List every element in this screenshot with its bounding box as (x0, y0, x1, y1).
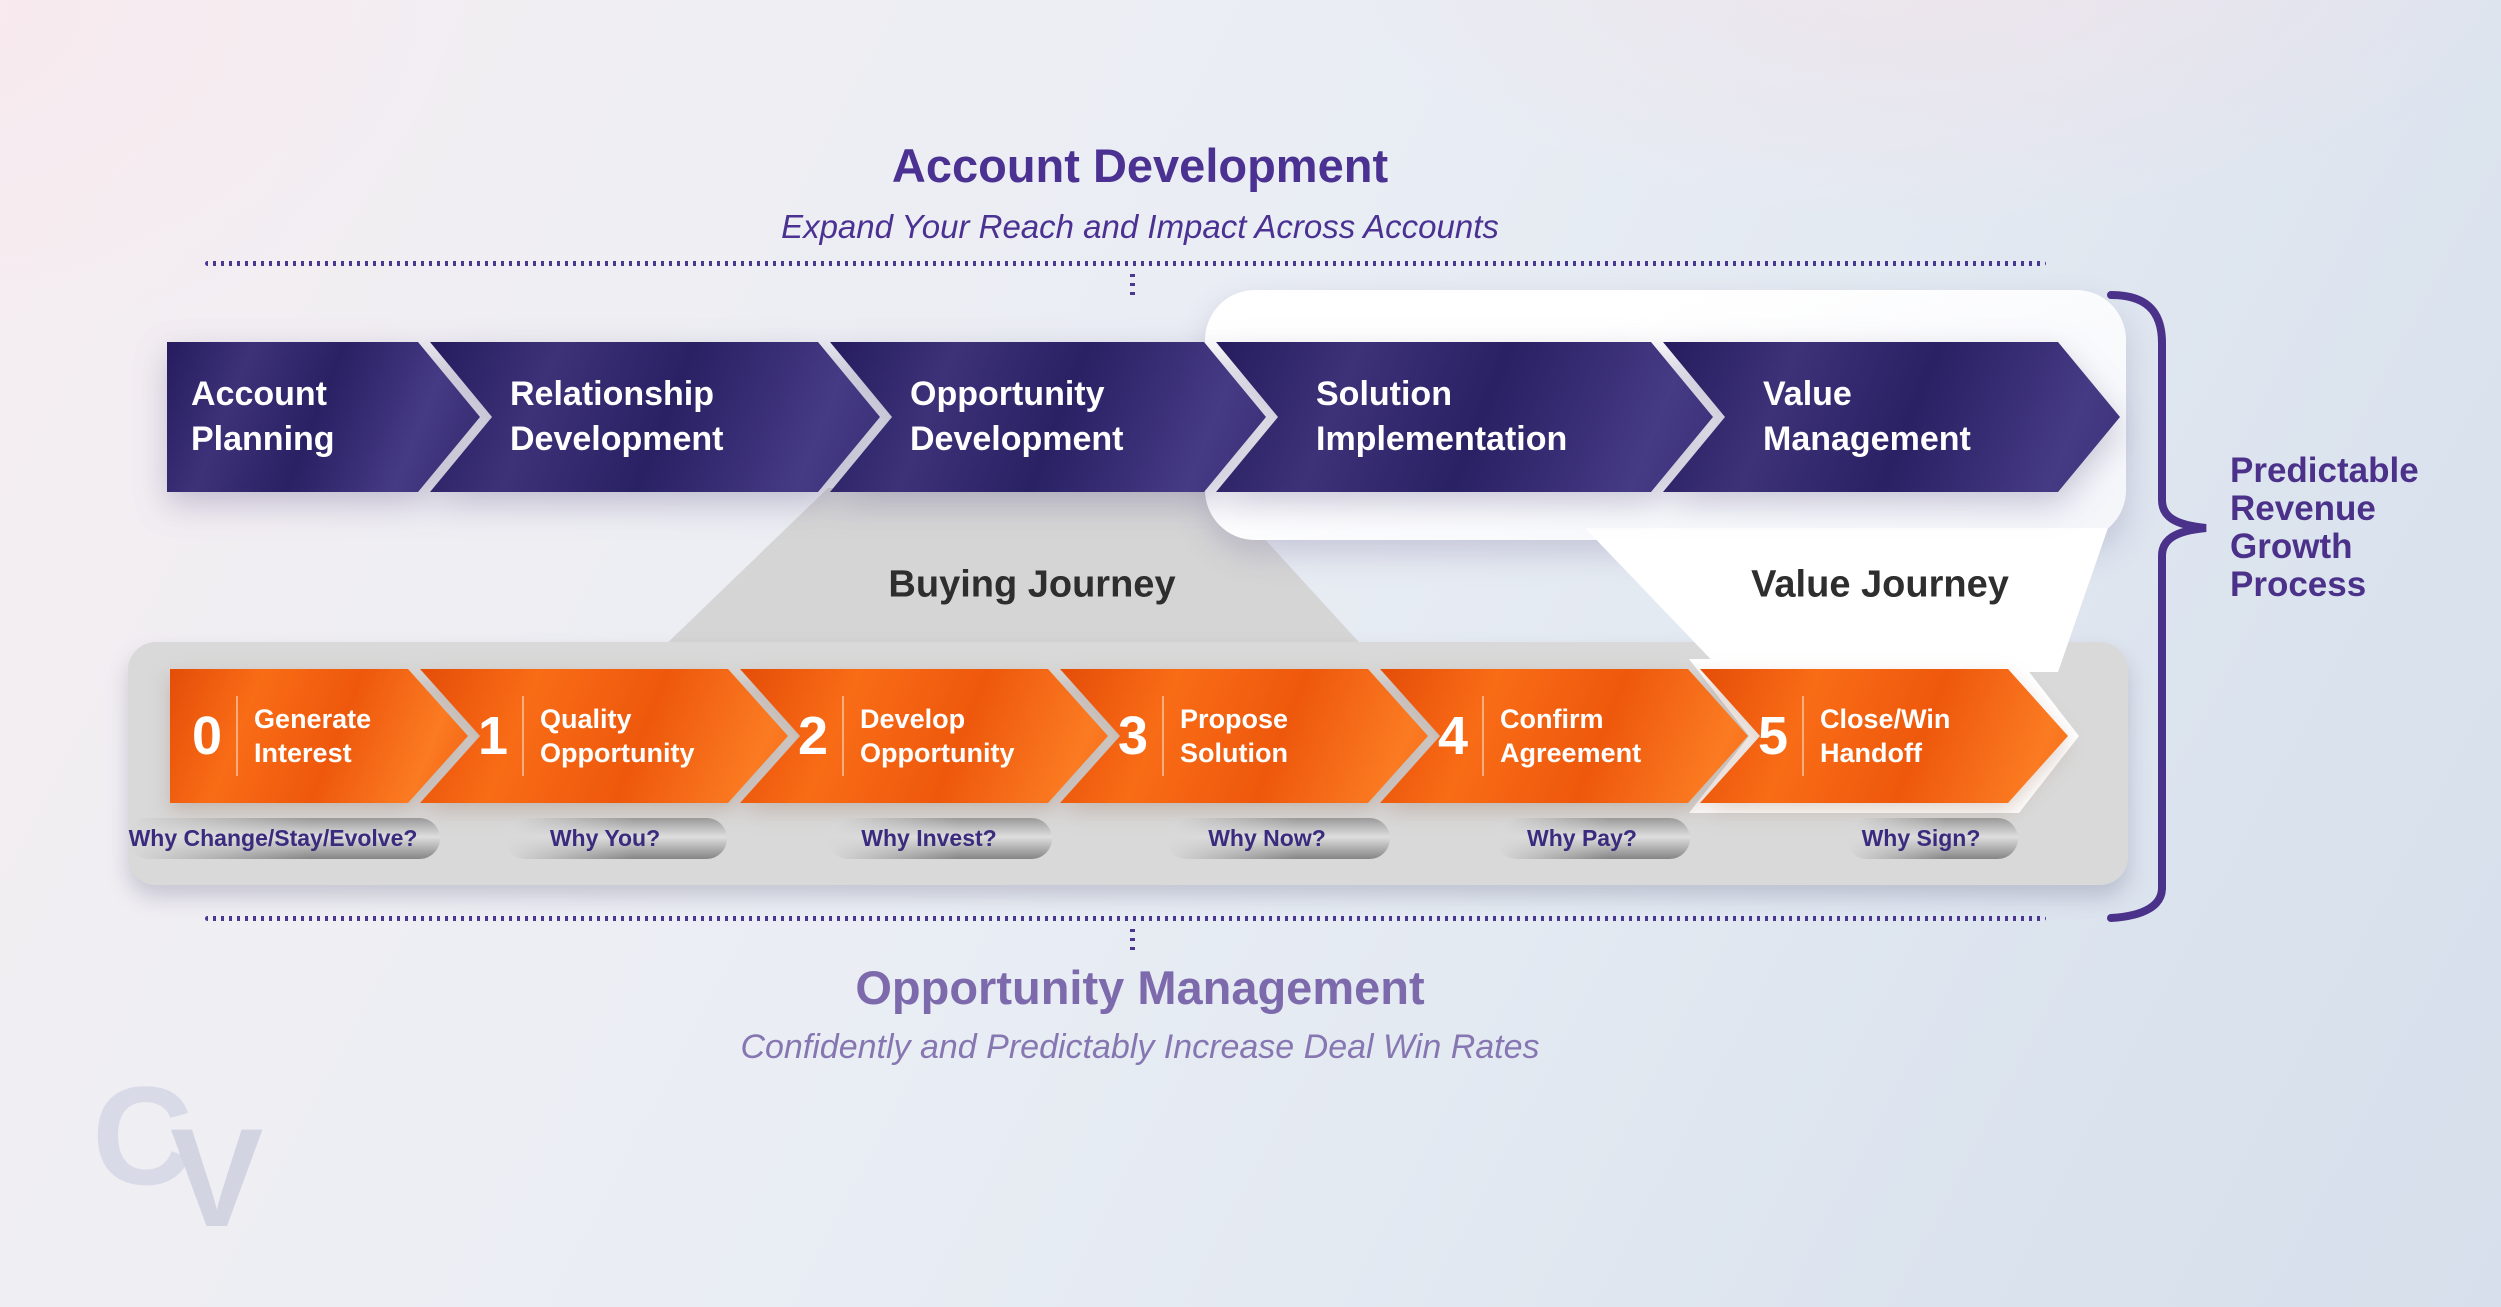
stage-solution-implementation: Solution Implementation (1216, 342, 1713, 492)
header-subtitle: Expand Your Reach and Impact Across Acco… (781, 208, 1499, 245)
stage-label: Propose Solution (1180, 703, 1289, 768)
question-pill-why-now: Why Now? (1166, 818, 1390, 859)
stage-number: 2 (798, 706, 829, 766)
stage-number: 4 (1438, 706, 1469, 766)
stage-develop-opportunity: 2 Develop Opportunity (740, 669, 1108, 803)
stage-number: 1 (478, 706, 509, 766)
question-pill-why-you: Why You? (505, 818, 727, 859)
question-pill-why-invest: Why Invest? (828, 818, 1052, 859)
brace-label: Predictable Revenue Growth Process (2230, 451, 2419, 604)
stage-label: Solution Implementation (1316, 375, 1568, 458)
account-development-row: Account Planning Relationship Developmen… (0, 342, 2501, 492)
stage-label: Develop Opportunity (860, 703, 1015, 768)
bottom-divider-center-tick (1130, 929, 1135, 953)
stage-label: Opportunity Development (910, 375, 1124, 458)
question-pill-why-pay: Why Pay? (1496, 818, 1690, 859)
stage-label: Relationship Development (510, 375, 724, 458)
opportunity-stages-row: 0 Generate Interest 1 Quality Opportunit… (0, 669, 2501, 803)
stage-label: Confirm Agreement (1500, 703, 1642, 768)
right-curly-brace (2107, 291, 2207, 922)
stage-account-planning: Account Planning (167, 342, 480, 492)
stage-label: Generate Interest (254, 703, 372, 768)
stage-close-win-handoff: 5 Close/Win Handoff (1700, 669, 2068, 803)
stage-divider (1802, 696, 1805, 776)
stage-label: Value Management (1763, 375, 1971, 458)
top-divider-center-tick (1130, 274, 1135, 298)
stage-divider (522, 696, 525, 776)
watermark-letter-v: V (170, 1099, 264, 1256)
stage-label: Account Planning (191, 375, 335, 458)
stage-opportunity-development: Opportunity Development (830, 342, 1266, 492)
stage-label: Close/Win Handoff (1820, 703, 1951, 768)
stage-number: 3 (1118, 706, 1149, 766)
stage-generate-interest: 0 Generate Interest (170, 669, 468, 803)
stage-divider (1162, 696, 1165, 776)
stage-number: 5 (1758, 706, 1789, 766)
value-journey-label: Value Journey (1751, 563, 2009, 606)
stage-confirm-agreement: 4 Confirm Agreement (1380, 669, 1748, 803)
stage-value-management: Value Management (1663, 342, 2120, 492)
buying-journey-label: Buying Journey (888, 563, 1176, 606)
footer-subtitle: Confidently and Predictably Increase Dea… (740, 1028, 1540, 1066)
stage-number: 0 (192, 706, 223, 766)
top-dotted-divider (205, 261, 2046, 266)
question-pill-why-change: Why Change/Stay/Evolve? (128, 818, 440, 859)
watermark-letter-c: C (92, 1057, 194, 1214)
header-title: Account Development (891, 139, 1389, 192)
bottom-dotted-divider (205, 916, 2046, 921)
stage-divider (1482, 696, 1485, 776)
stage-quality-opportunity: 1 Quality Opportunity (420, 669, 788, 803)
stage-label: Quality Opportunity (540, 703, 695, 768)
stage-divider (842, 696, 845, 776)
stage-divider (236, 696, 239, 776)
footer-title: Opportunity Management (855, 961, 1425, 1014)
stage-propose-solution: 3 Propose Solution (1060, 669, 1428, 803)
stage-relationship-development: Relationship Development (430, 342, 880, 492)
question-pill-why-sign: Why Sign? (1846, 818, 2018, 859)
